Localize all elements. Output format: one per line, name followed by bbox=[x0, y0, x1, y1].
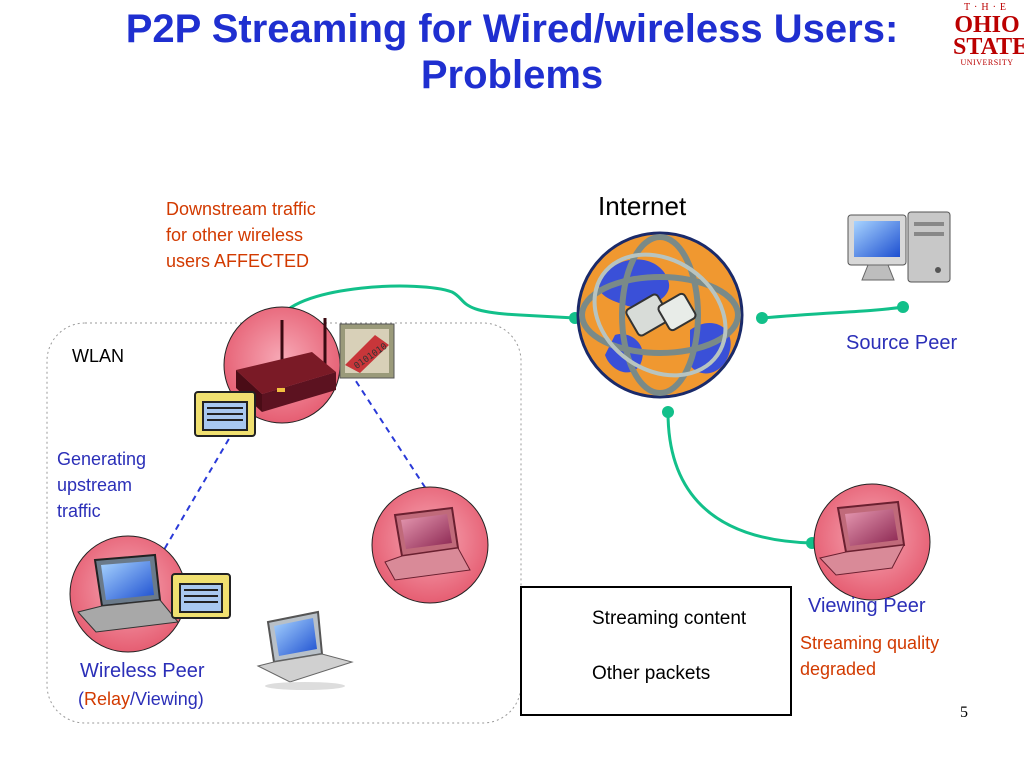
link-dot bbox=[897, 301, 909, 313]
wireless-peer-role-rest: /Viewing) bbox=[130, 689, 204, 709]
downstream-note-line: for other wireless bbox=[166, 225, 304, 245]
streaming-content-icon bbox=[171, 573, 231, 619]
legend-other-packets-label: Other packets bbox=[592, 663, 711, 684]
viewing-peer-laptop-icon bbox=[819, 500, 906, 576]
downstream-note: Downstream traffic for other wireless us… bbox=[166, 196, 316, 274]
legend-box bbox=[520, 586, 792, 716]
legend-streaming-content-label: Streaming content bbox=[592, 608, 747, 629]
slide-title-line1: P2P Streaming for Wired/wireless Users: bbox=[125, 7, 899, 51]
wireless-peer-role: (Relay/Viewing) bbox=[78, 687, 204, 711]
viewing-peer-note: Streaming quality degraded bbox=[800, 630, 939, 682]
upstream-note-line: traffic bbox=[57, 501, 101, 521]
ohio-state-logo: T·H·E OHIO STATE UNIVERSITY bbox=[953, 2, 1024, 74]
other-packets-icon: 0101010 bbox=[339, 323, 395, 379]
streaming-content-icon bbox=[194, 391, 256, 437]
wlan-region bbox=[46, 322, 522, 724]
link-dot bbox=[756, 312, 768, 324]
slide-title-line2: Problems bbox=[420, 53, 604, 97]
source-peer-label: Source Peer bbox=[846, 332, 958, 354]
upstream-note: Generating upstream traffic bbox=[57, 446, 146, 524]
slide-title: P2P Streaming for Wired/wireless Users: … bbox=[0, 6, 1024, 98]
desktop-computer-icon bbox=[847, 211, 951, 283]
other-peer-laptop-icon bbox=[384, 506, 471, 581]
logo-state: STATE bbox=[953, 34, 1024, 60]
wireless-peer-laptop-icon bbox=[77, 553, 179, 633]
wireless-peer-label: Wireless Peer bbox=[80, 660, 205, 682]
wireless-link-right bbox=[349, 371, 433, 499]
logo-ohio: OHIO bbox=[954, 12, 1020, 38]
wireless-peer-role-relay: Relay bbox=[84, 689, 131, 709]
viewing-peer-label: Viewing Peer bbox=[808, 595, 926, 617]
wireless-peer-role-open: ( bbox=[78, 689, 84, 709]
grey-laptop-icon bbox=[256, 610, 354, 690]
link-router-internet bbox=[278, 284, 576, 320]
wireless-link-left bbox=[157, 419, 241, 561]
logo-university: UNIVERSITY bbox=[960, 58, 1014, 67]
wlan-label: WLAN bbox=[72, 346, 125, 366]
internet-globe-icon bbox=[576, 231, 744, 399]
link-internet-source bbox=[761, 305, 904, 320]
link-internet-viewer bbox=[666, 411, 813, 545]
upstream-note-line: upstream bbox=[57, 475, 133, 495]
logo-the: T·H·E bbox=[963, 2, 1011, 13]
viewing-peer-note-line: Streaming quality bbox=[800, 633, 940, 653]
downstream-note-line: users AFFECTED bbox=[166, 251, 310, 271]
internet-label: Internet bbox=[598, 191, 687, 221]
viewing-peer-note-line: degraded bbox=[800, 659, 877, 679]
upstream-note-line: Generating bbox=[57, 449, 147, 469]
page-number: 5 bbox=[960, 704, 968, 721]
link-dot bbox=[662, 406, 674, 418]
downstream-note-line: Downstream traffic bbox=[166, 199, 316, 219]
